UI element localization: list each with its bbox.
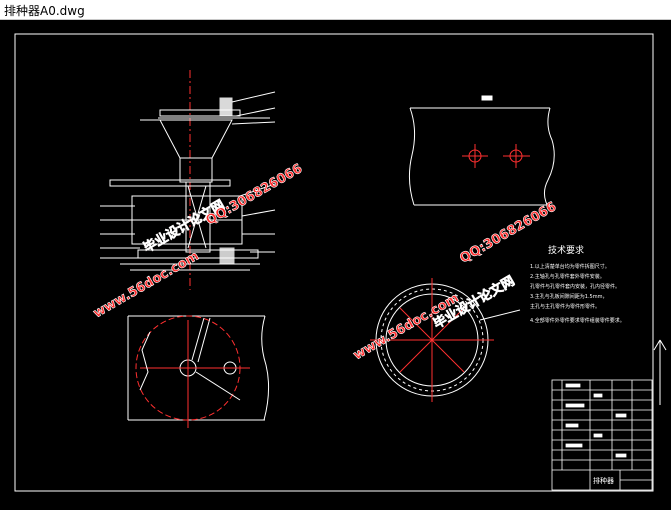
detail-view-top-right — [408, 95, 555, 211]
svg-text:4.全部零件外零件要求零件组装零件要求。: 4.全部零件外零件要求零件组装零件要求。 — [530, 317, 625, 324]
svg-text:1.以上清楚单台均为零件拆图尺寸。: 1.以上清楚单台均为零件拆图尺寸。 — [530, 263, 610, 270]
ring-view — [370, 278, 521, 402]
window-title: 排种器A0.dwg — [4, 4, 85, 18]
cad-drawing-canvas[interactable]: 技术要求 1.以上清楚单台均为零件拆图尺寸。 2.主轴孔与孔零件套外零件安装。 … — [0, 20, 671, 506]
watermark-text: www.56doc.com — [91, 249, 202, 322]
north-arrow-icon — [653, 339, 667, 405]
drawing-frame — [14, 33, 654, 492]
tech-requirements-notes: 1.以上清楚单台均为零件拆图尺寸。 2.主轴孔与孔零件套外零件安装。 孔零件与孔… — [530, 263, 625, 324]
tech-requirements-title: 技术要求 — [548, 244, 584, 256]
front-view — [100, 70, 276, 290]
window-title-bar: 排种器A0.dwg — [0, 0, 671, 20]
title-block-name: 排种器 — [593, 476, 614, 485]
svg-text:2.主轴孔与孔零件套外零件安装。: 2.主轴孔与孔零件套外零件安装。 — [530, 273, 605, 280]
watermark-layer: 毕业设计论文网www.56doc.comQQ:306826066毕业设计论文网w… — [91, 161, 560, 364]
svg-text:孔零件与孔零件套内安装，孔内径零件。: 孔零件与孔零件套内安装，孔内径零件。 — [530, 283, 620, 290]
svg-text:主孔与主孔零件为零件形零件。: 主孔与主孔零件为零件形零件。 — [530, 303, 600, 310]
watermark-text: QQ:306826066 — [457, 199, 559, 266]
title-block — [551, 379, 653, 491]
plan-view-bottom-left — [127, 315, 270, 428]
watermark-text: QQ:306826066 — [203, 161, 305, 228]
drawing-svg: 技术要求 1.以上清楚单台均为零件拆图尺寸。 2.主轴孔与孔零件套外零件安装。 … — [14, 33, 667, 492]
svg-text:3.主孔与孔板间隙间距为1.5mm，: 3.主孔与孔板间隙间距为1.5mm， — [530, 293, 607, 300]
